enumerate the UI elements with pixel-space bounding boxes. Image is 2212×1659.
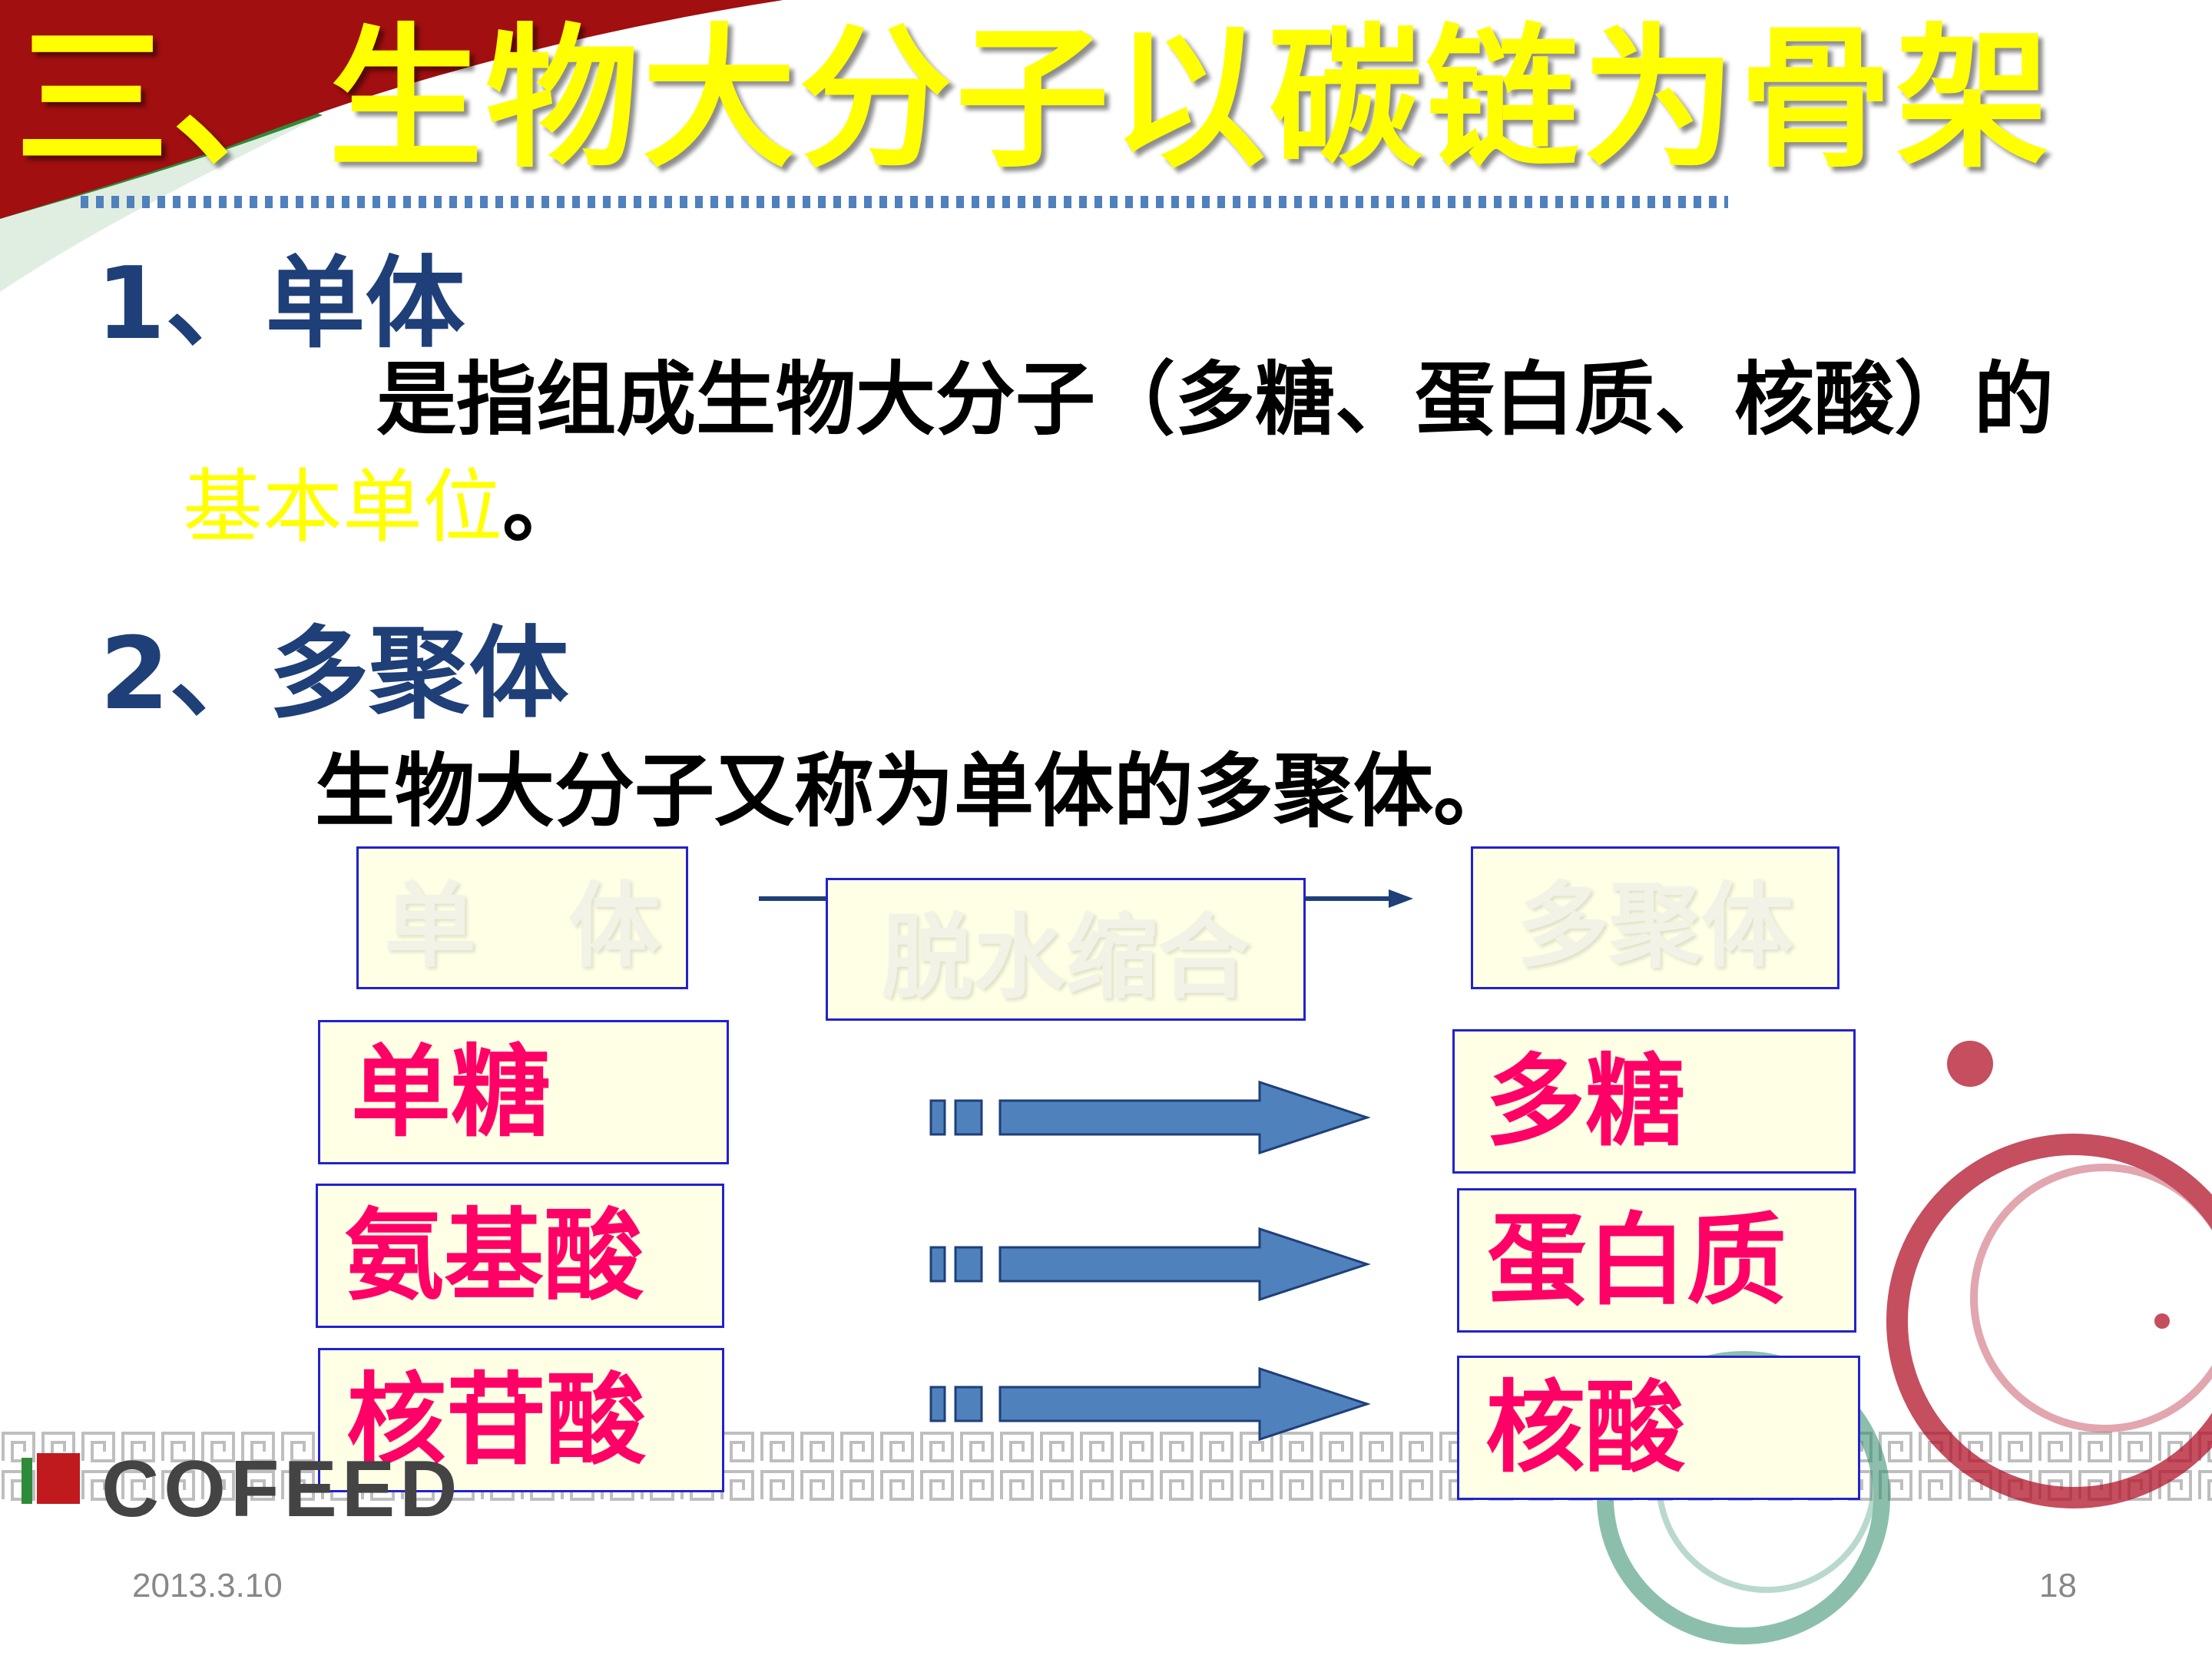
- section-2-text: 生物大分子又称为单体的多聚体。: [315, 744, 1514, 838]
- polymer-box: 多糖: [1452, 1029, 1856, 1174]
- polymer-header-box: 多聚体: [1471, 846, 1839, 989]
- wine-stain-red: [1886, 1041, 2212, 1508]
- footer-logo-text: COFEED: [101, 1445, 462, 1534]
- corner-red-swoosh: [0, 0, 783, 219]
- footer-date: 2013.3.10: [132, 1567, 283, 1604]
- polymer-label: 多糖: [1485, 1043, 1686, 1160]
- monomer-label: 氨基酸: [344, 1197, 644, 1314]
- section-2-heading: 2、多聚体: [100, 615, 569, 732]
- row-arrow: [929, 1080, 1371, 1155]
- monomer-label: 单糖: [351, 1034, 551, 1151]
- monomer-box: 单糖: [318, 1020, 729, 1164]
- polymer-header-label: 多聚体: [1517, 873, 1793, 980]
- monomer-header-box: 单 体: [356, 846, 688, 989]
- dehydration-label: 脱水缩合: [881, 905, 1250, 1012]
- footer-page-number: 18: [2039, 1567, 2077, 1604]
- polymer-box: 核酸: [1457, 1356, 1860, 1500]
- monomer-header-label: 单 体: [384, 873, 661, 980]
- sentence-end: 。: [502, 460, 583, 554]
- monomer-box: 核苷酸: [318, 1348, 724, 1492]
- row-arrow: [929, 1227, 1371, 1302]
- polymer-box: 蛋白质: [1457, 1188, 1856, 1333]
- polymer-label: 蛋白质: [1487, 1202, 1787, 1319]
- logo-mark-red: [37, 1453, 80, 1504]
- polymer-label: 核酸: [1485, 1369, 1686, 1486]
- row-arrow: [929, 1366, 1371, 1442]
- monomer-label: 核苷酸: [346, 1362, 647, 1479]
- section-1-text: 是指组成生物大分子（多糖、蛋白质、核酸）的: [376, 353, 2055, 446]
- monomer-box: 氨基酸: [316, 1184, 724, 1328]
- highlight-term: 基本单位: [183, 460, 503, 554]
- section-1-line2: 基本单位。: [183, 467, 582, 547]
- section-1-heading: 1、单体: [96, 245, 465, 362]
- logo-mark-green: [22, 1458, 32, 1504]
- slide-title: 三、生物大分子以碳链为骨架: [15, 10, 2053, 189]
- dehydration-box: 脱水缩合: [826, 878, 1306, 1021]
